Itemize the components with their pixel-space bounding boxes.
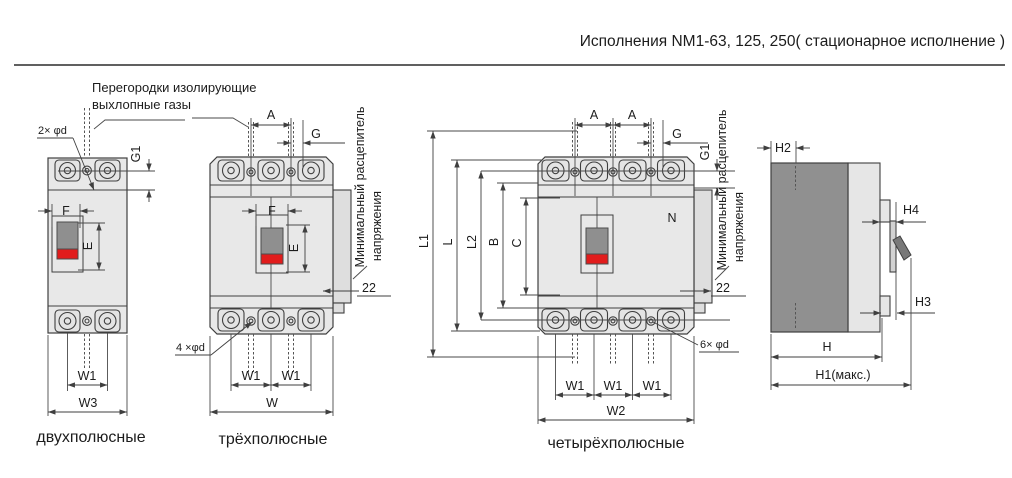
two-pole-toggle	[51, 215, 84, 273]
three-pole-terminals	[217, 159, 325, 332]
view-side: H2 H4 H3 H H1(макс.)	[757, 141, 935, 390]
dim-label-w1: W1	[566, 379, 585, 393]
dim-label-g1: G1	[129, 146, 143, 163]
dim-label-w1: W1	[643, 379, 662, 393]
release-note-line2: напряжения	[370, 191, 384, 261]
four-pole-dimensions: A A G G1 L1 L L2	[417, 108, 746, 424]
dim-label-4xd: 4 ×φd	[176, 342, 205, 354]
dim-label-c: C	[510, 238, 524, 247]
dim-label-g: G	[311, 127, 321, 141]
four-pole-release-attachment	[693, 189, 713, 304]
dim-label-w1: W1	[282, 369, 301, 383]
exhaust-note-line1: Перегородки изолирующие	[92, 80, 256, 95]
dim-label-f: F	[268, 204, 276, 218]
header: Исполнения NM1-63, 125, 250( стационарно…	[14, 33, 1005, 66]
dim-label-l: L	[441, 238, 455, 245]
three-pole-release-note: Минимальный расцепитель напряжения	[352, 107, 384, 280]
release-note-line1: Минимальный расцепитель	[353, 107, 367, 268]
view-three-pole: A G F E 22 4 ×φd	[175, 107, 391, 448]
dim-label-22: 22	[362, 281, 376, 295]
side-front-housing	[847, 162, 881, 333]
two-pole-dimensions: 2× φd G1 F E W1	[37, 125, 155, 416]
dim-label-e: E	[81, 242, 95, 250]
dim-label-l2: L2	[465, 235, 479, 249]
three-pole-release-attachment	[332, 189, 352, 304]
dim-label-6xd: 6× φd	[700, 339, 729, 351]
caption-four-pole: четырёхполюсные	[547, 435, 684, 452]
dim-label-g1: G1	[698, 144, 712, 161]
dim-label-w3: W3	[79, 396, 98, 410]
dim-label-22: 22	[716, 281, 730, 295]
side-dimensions: H2 H4 H3 H H1(макс.)	[757, 141, 935, 390]
dim-label-w1: W1	[604, 379, 623, 393]
four-pole-release-note: Минимальный расцепитель напряжения	[714, 110, 746, 281]
dim-label-w1: W1	[78, 369, 97, 383]
dim-label-h4: H4	[903, 203, 919, 217]
dim-label-h3: H3	[915, 295, 931, 309]
exhaust-note-line2: выхлопные газы	[92, 97, 191, 112]
side-rear-housing	[770, 162, 849, 333]
dim-label-g: G	[672, 127, 682, 141]
dim-label-2xd: 2× φd	[38, 125, 67, 137]
four-pole-toggle	[580, 214, 614, 274]
page-title: Исполнения NM1-63, 125, 250( стационарно…	[580, 33, 1005, 50]
dim-label-a: A	[590, 108, 599, 122]
dim-label-e: E	[287, 244, 301, 252]
dim-label-l1: L1	[417, 234, 431, 248]
neutral-pole-label: N	[667, 211, 676, 225]
dim-label-w2: W2	[607, 404, 626, 418]
caption-three-pole: трёхполюсные	[219, 431, 328, 448]
four-pole-body	[537, 156, 695, 335]
release-note-line1: Минимальный расцепитель	[715, 110, 729, 271]
three-pole-toggle	[255, 214, 289, 274]
view-two-pole: 2× φd G1 F E W1	[36, 108, 155, 446]
side-toggle-handle	[892, 235, 912, 261]
dim-label-a: A	[267, 108, 276, 122]
dim-label-h2: H2	[775, 141, 791, 155]
dim-label-w: W	[266, 396, 278, 410]
dim-label-h: H	[822, 340, 831, 354]
dim-label-b: B	[487, 238, 501, 246]
dim-label-h1-max: H1(макс.)	[815, 368, 870, 382]
dim-label-w1: W1	[242, 369, 261, 383]
view-four-pole: N	[417, 108, 746, 452]
dim-label-f: F	[62, 204, 70, 218]
side-toggle-escutcheon	[889, 220, 897, 273]
dim-label-a: A	[628, 108, 637, 122]
two-pole-terminals	[54, 159, 121, 333]
exhaust-partition-note: Перегородки изолирующие выхлопные газы	[92, 80, 256, 130]
release-note-line2: напряжения	[732, 192, 746, 262]
three-pole-dimensions: A G F E 22 4 ×φd	[175, 108, 391, 416]
caption-two-pole: двухполюсные	[36, 429, 145, 446]
